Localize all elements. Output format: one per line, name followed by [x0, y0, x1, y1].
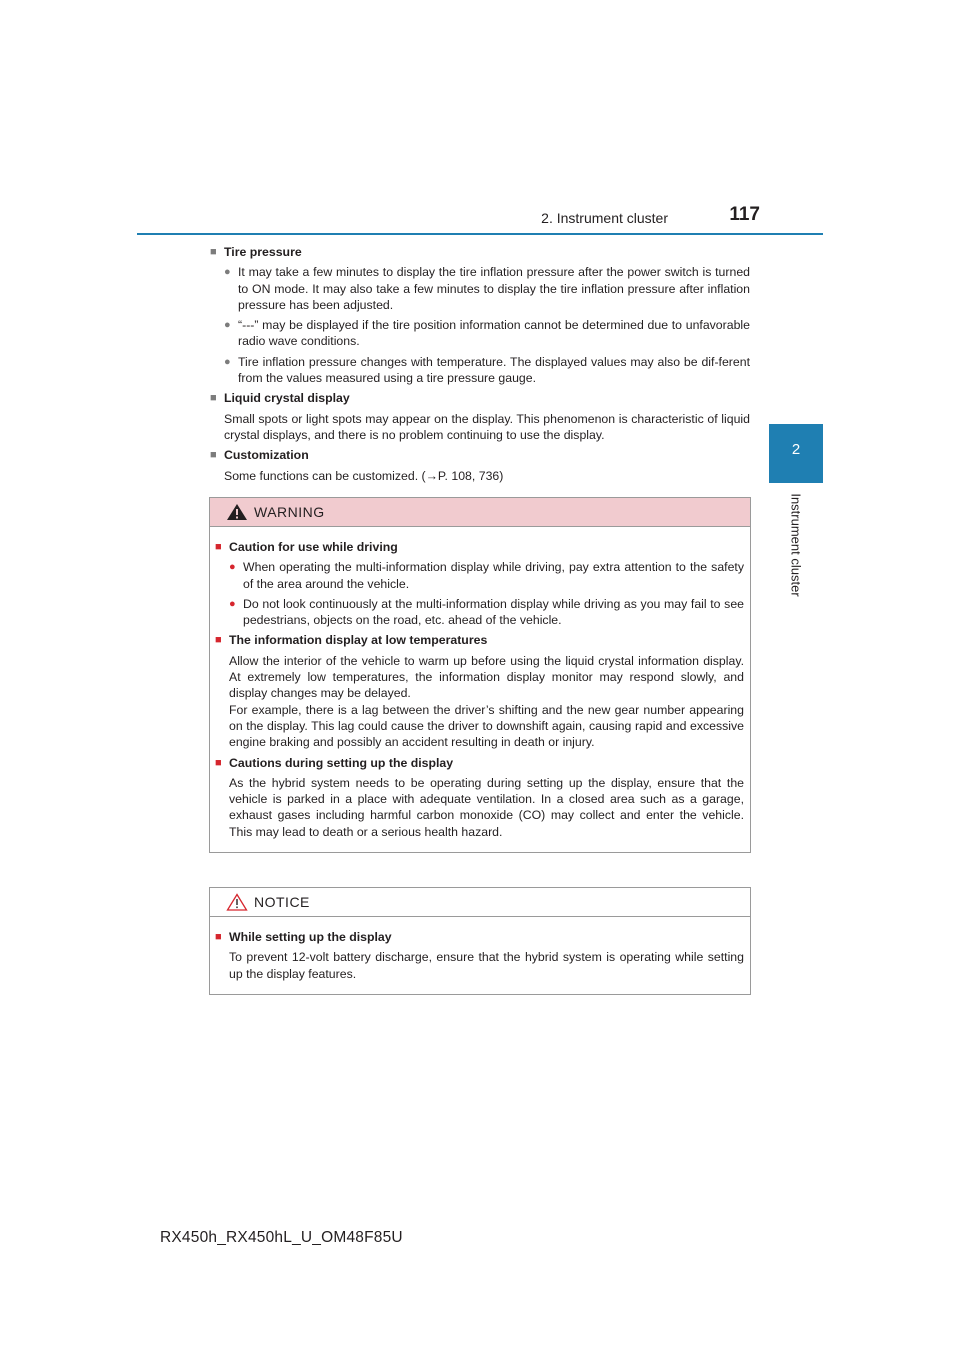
section-heading-customization: ■ Customization — [210, 448, 309, 463]
customization-text: Some functions can be customized. (→P. 1… — [224, 468, 504, 483]
square-bullet-icon: ■ — [215, 634, 222, 647]
notice-label: NOTICE — [254, 894, 310, 910]
circle-bullet-icon: ● — [224, 266, 231, 279]
lcd-text: Small spots or light spots may appear on… — [224, 411, 750, 442]
notice-triangle-icon — [226, 893, 248, 911]
square-bullet-icon: ■ — [210, 392, 217, 405]
square-bullet-icon: ■ — [215, 756, 222, 769]
warning-heading-low-temp: ■ The information display at low tempera… — [215, 633, 488, 648]
square-bullet-icon: ■ — [210, 246, 217, 258]
circle-bullet-icon: ● — [229, 561, 236, 574]
warning-heading-setup: ■ Cautions during setting up the display — [215, 755, 454, 770]
section-heading-lcd: ■ Liquid crystal display — [210, 391, 350, 406]
chapter-tab: 2 — [769, 424, 823, 483]
square-bullet-icon: ■ — [215, 541, 222, 553]
warning-body: ■ Caution for use while driving ● When o… — [210, 527, 750, 852]
circle-bullet-icon: ● — [224, 319, 231, 332]
warning-triangle-icon — [227, 504, 247, 520]
notice-header: NOTICE — [210, 888, 750, 917]
low-temp-text-1: Allow the interior of the vehicle to war… — [229, 653, 744, 701]
square-bullet-icon: ■ — [210, 449, 217, 462]
list-item: ● Do not look continuously at the multi-… — [229, 596, 744, 628]
list-item: ● When operating the multi-information d… — [229, 560, 744, 591]
header-title: 2. Instrument cluster — [541, 210, 668, 226]
list-item: ● “---” may be displayed if the tire pos… — [224, 318, 750, 349]
notice-body: ■ While setting up the display To preven… — [210, 917, 750, 994]
section-heading-tire-pressure: ■ Tire pressure — [210, 245, 302, 259]
warning-label: WARNING — [254, 504, 325, 520]
low-temp-text-2: For example, there is a lag between the … — [229, 702, 744, 750]
notice-setup-text: To prevent 12-volt battery discharge, en… — [229, 950, 744, 981]
warning-heading-driving: ■ Caution for use while driving — [215, 540, 398, 554]
footer-doc-code: RX450h_RX450hL_U_OM48F85U — [160, 1229, 403, 1246]
header-rule — [137, 233, 823, 235]
notice-heading-setup: ■ While setting up the display — [215, 930, 392, 944]
circle-bullet-icon: ● — [229, 597, 236, 610]
warning-box: WARNING ■ Caution for use while driving … — [209, 497, 751, 854]
list-item: ● Tire inflation pressure changes with t… — [224, 354, 750, 386]
square-bullet-icon: ■ — [215, 931, 222, 943]
notice-box: NOTICE ■ While setting up the display To… — [209, 887, 751, 995]
list-item: ● It may take a few minutes to display t… — [224, 265, 750, 312]
page-number: 117 — [729, 204, 760, 225]
main-content: ■ Tire pressure ● It may take a few minu… — [210, 244, 750, 484]
setup-warning-text: As the hybrid system needs to be operati… — [229, 775, 744, 839]
warning-header: WARNING — [210, 498, 750, 527]
chapter-label: Instrument cluster — [788, 493, 804, 597]
circle-bullet-icon: ● — [224, 355, 231, 368]
